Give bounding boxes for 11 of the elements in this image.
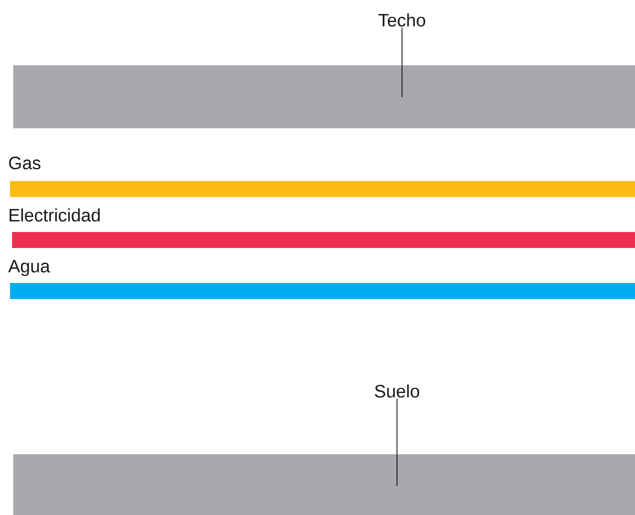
label-text: Techo <box>378 13 426 27</box>
node-label: Electricidad <box>10 208 100 222</box>
node-label: Gas <box>9 156 40 170</box>
pipe-bar: Gas <box>9 156 635 197</box>
node-label: Agua <box>8 260 50 276</box>
slab <box>13 65 635 128</box>
slab <box>13 454 635 515</box>
pipe-bar: Agua <box>8 260 635 299</box>
pipe-bar: Electricidad <box>10 208 635 248</box>
label-text: Suelo <box>374 384 420 398</box>
leader-line <box>396 398 398 486</box>
